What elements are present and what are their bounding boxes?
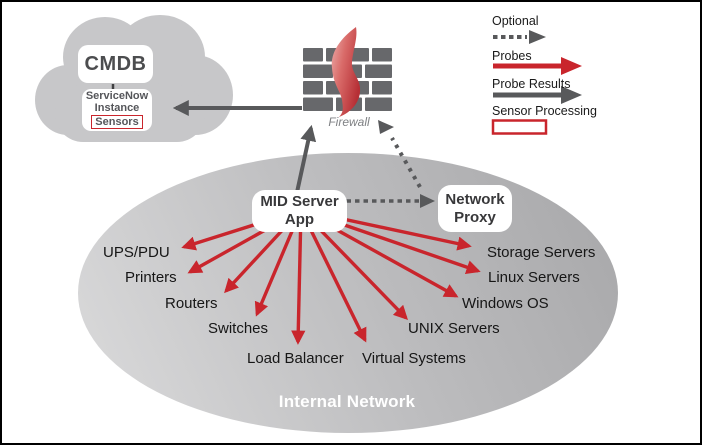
- firewall-icon: [303, 27, 392, 117]
- proxy-line2: Proxy: [454, 208, 496, 226]
- proxy-line1: Network: [445, 190, 505, 208]
- legend-probe-results-label: Probe Results: [492, 77, 571, 91]
- network-proxy-box: Network Proxy: [438, 185, 512, 232]
- device-label-load-balancer: Load Balancer: [247, 350, 344, 367]
- legend-sensor-processing-label: Sensor Processing: [492, 104, 597, 118]
- legend-probes-label: Probes: [492, 49, 532, 63]
- device-label-virtual-systems: Virtual Systems: [362, 350, 466, 367]
- device-label-switches: Switches: [208, 320, 269, 337]
- cmdb-title: CMDB: [84, 52, 147, 75]
- sensor-processing-swatch: [491, 119, 548, 135]
- device-label-storage-servers: Storage Servers: [487, 244, 596, 261]
- mid-server-line1: MID Server: [260, 193, 339, 210]
- internal-network-title: Internal Network: [278, 392, 416, 411]
- legend-graphics: [491, 30, 582, 135]
- internal-network-ellipse: [78, 153, 618, 433]
- device-label-linux-servers: Linux Servers: [488, 269, 580, 286]
- mid-server-app-box: MID Server App: [252, 190, 347, 232]
- flame-icon: [331, 27, 361, 117]
- cmdb-box: CMDB: [78, 45, 153, 83]
- device-label-printers: Printers: [125, 269, 177, 286]
- device-label-windows-os: Windows OS: [462, 295, 549, 312]
- mid-server-line2: App: [284, 211, 315, 228]
- instance-line2: Instance: [94, 101, 140, 114]
- instance-line1: ServiceNow: [85, 90, 149, 102]
- device-label-ups-pdu: UPS/PDU: [103, 244, 170, 261]
- device-label-unix-servers: UNIX Servers: [408, 320, 500, 337]
- firewall-label: Firewall: [328, 115, 370, 129]
- servicenow-instance-box: ServiceNow Instance Sensors: [82, 89, 152, 131]
- legend-optional-label: Optional: [492, 14, 539, 28]
- device-label-routers: Routers: [165, 295, 218, 312]
- sensors-badge: Sensors: [91, 115, 143, 129]
- optional-arrows: [338, 120, 435, 208]
